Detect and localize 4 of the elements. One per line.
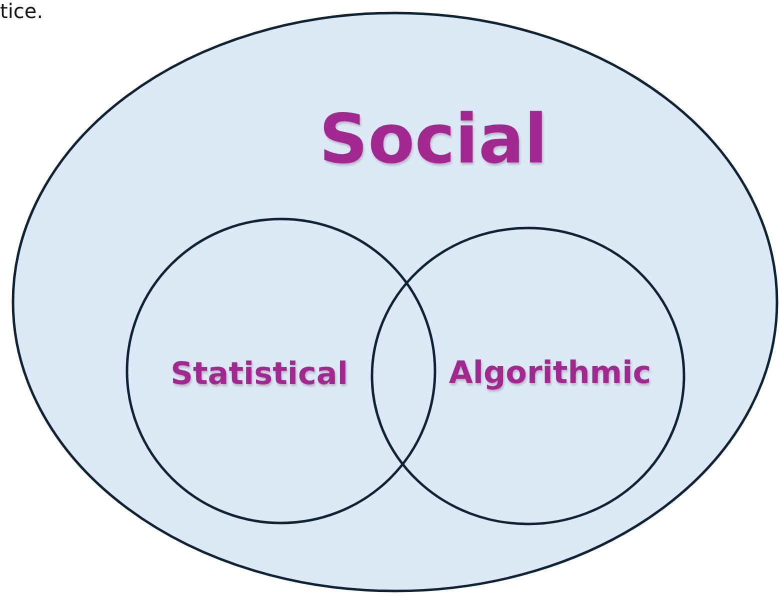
circle-label: Algorithmic bbox=[448, 355, 652, 392]
circle-label: Statistical bbox=[170, 356, 348, 392]
group-title: Social bbox=[319, 100, 548, 180]
text-fragment: tice. bbox=[0, 0, 44, 22]
